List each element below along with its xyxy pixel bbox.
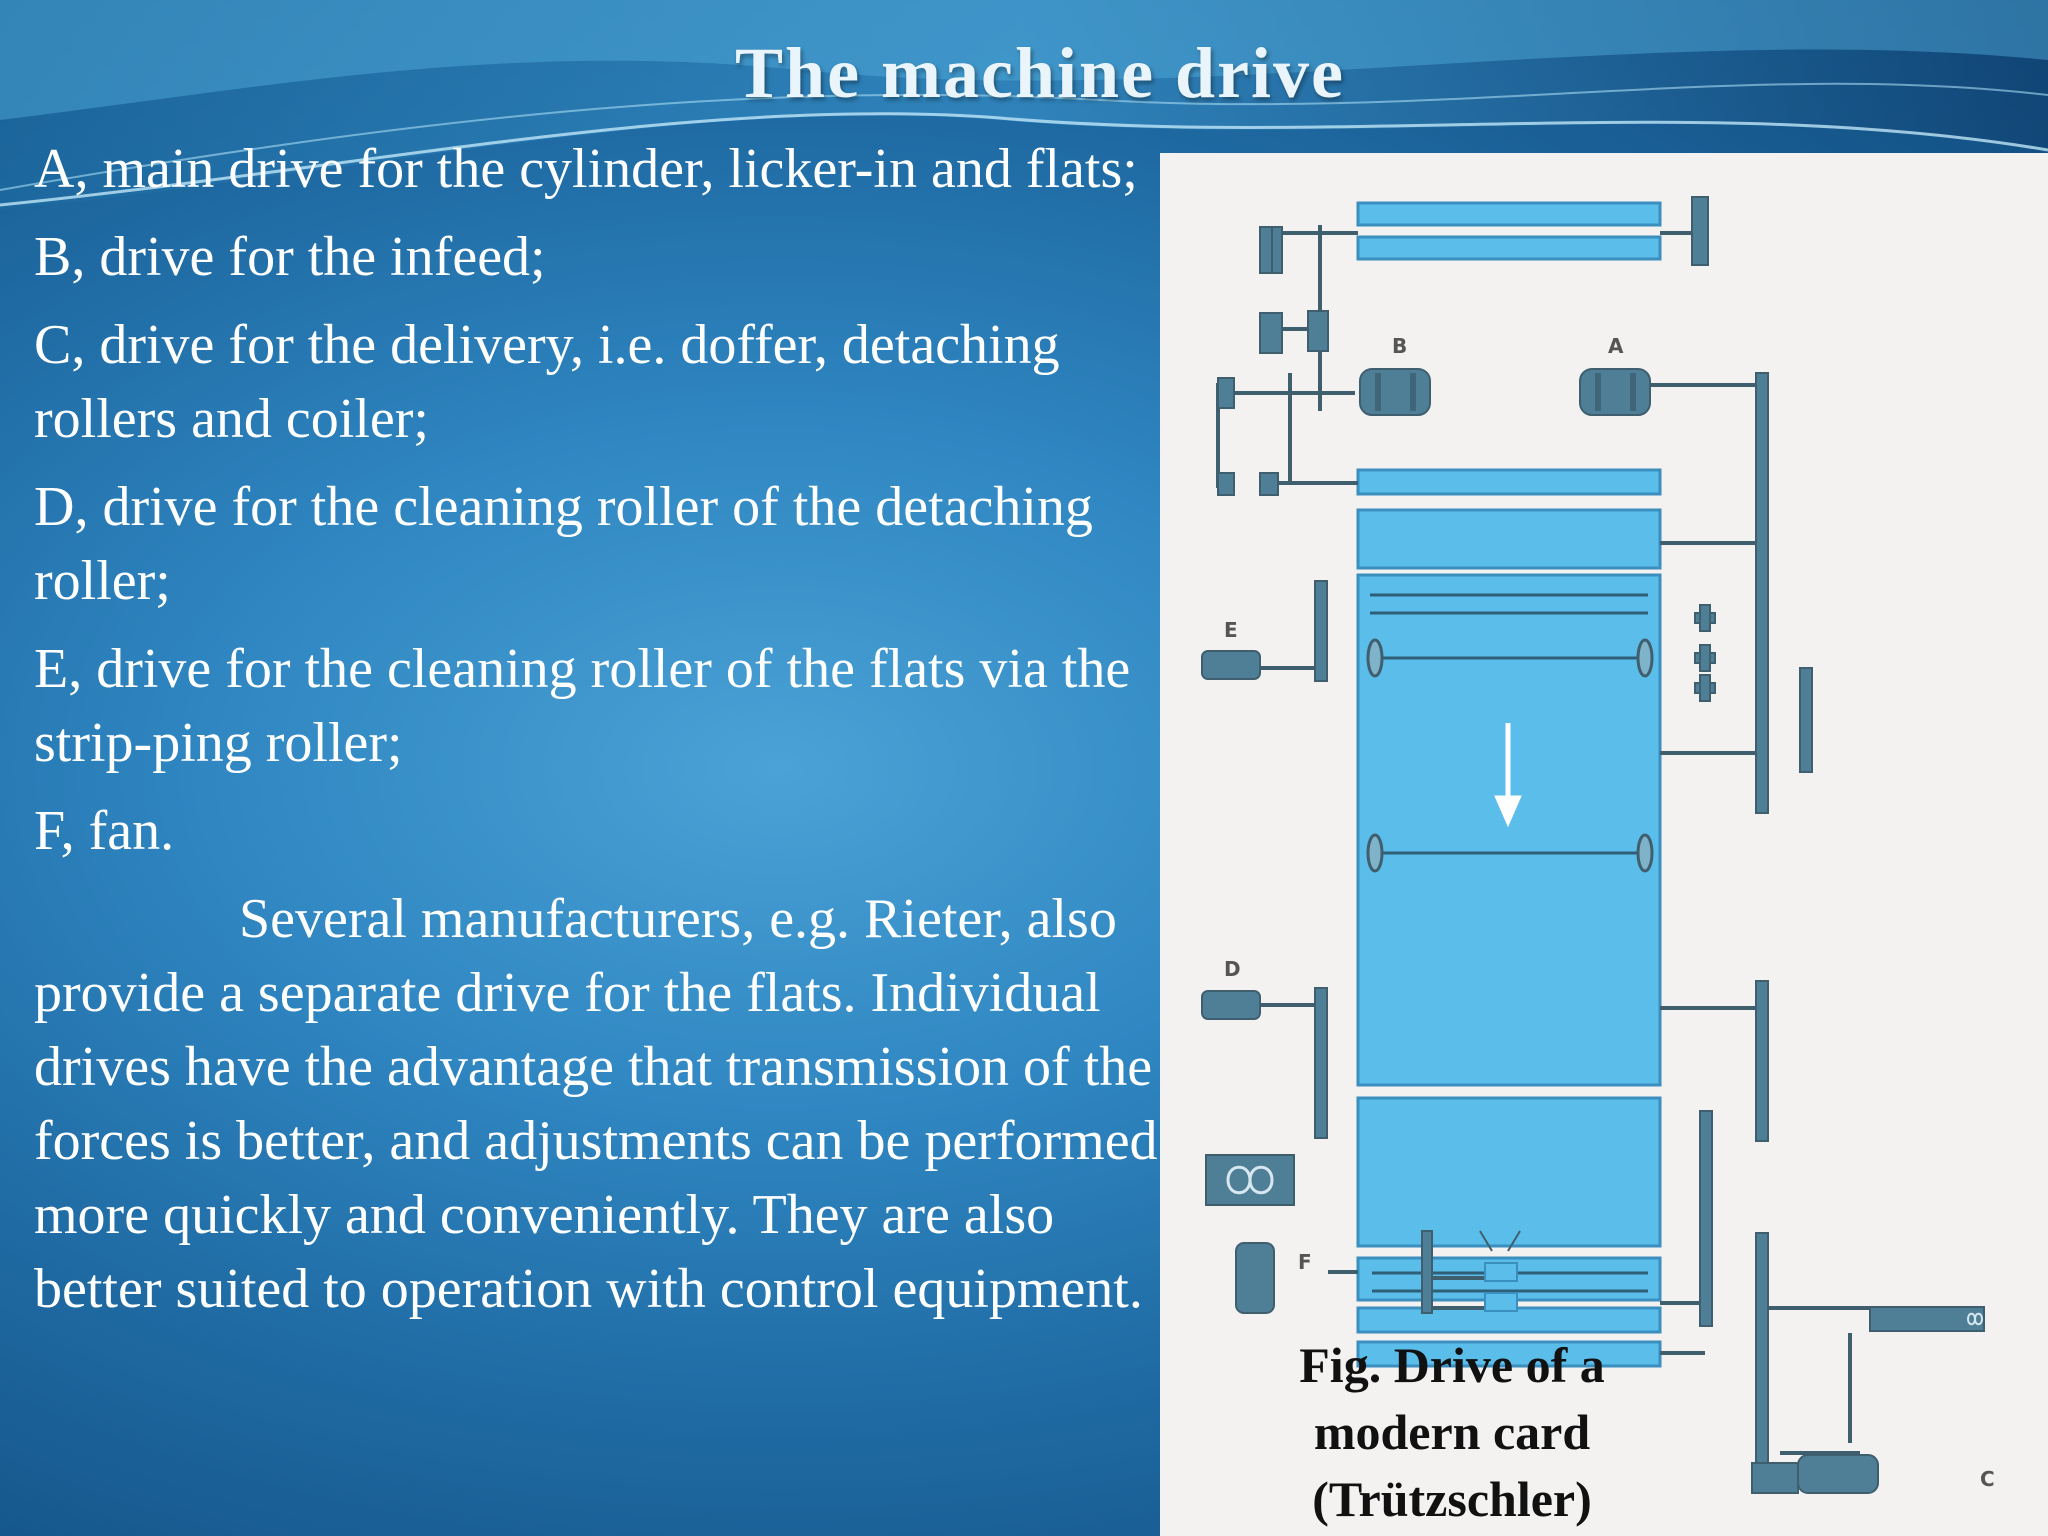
licker-in-roller — [1356, 468, 1662, 496]
caption-line-2: modern card — [1313, 1404, 1591, 1460]
infinity-icon — [1226, 1165, 1274, 1195]
motor-b — [1359, 368, 1431, 416]
coiler-box — [1869, 1306, 1985, 1332]
label-e: E — [1224, 618, 1238, 642]
label-c: C — [1980, 1467, 1995, 1491]
label-a: A — [1608, 334, 1624, 358]
infinity-icon-small — [1966, 1312, 1984, 1326]
paragraph: Several manufacturers, e.g. Rieter, also… — [34, 888, 1158, 1320]
direction-arrow-icon — [1494, 723, 1522, 828]
figure-caption: Fig. Drive of a modern card (Trützschler… — [1242, 1332, 1662, 1533]
header-waves — [0, 0, 2048, 210]
item-f: F, fan. — [34, 800, 175, 862]
label-b: B — [1392, 334, 1407, 358]
licker-in-block — [1356, 508, 1662, 570]
label-f: F — [1298, 1250, 1312, 1274]
card-drive-diagram: B A E D F C — [1201, 196, 1995, 1494]
motor-c — [1797, 1454, 1879, 1494]
doffer — [1356, 1096, 1662, 1248]
body-text: A, main drive for the cylinder, licker-i… — [34, 132, 1164, 1340]
item-a: A, main drive for the cylinder, licker-i… — [34, 138, 1138, 200]
figure-panel: B A E D F C — [1160, 153, 2048, 1536]
feed-roller-2 — [1356, 235, 1662, 261]
feed-roller-1 — [1356, 201, 1662, 227]
motor-e — [1201, 650, 1261, 680]
label-d: D — [1224, 957, 1241, 981]
item-b: B, drive for the infeed; — [34, 226, 546, 288]
main-cylinder — [1356, 573, 1662, 1087]
motor-a — [1579, 368, 1651, 416]
caption-line-3: (Trützschler) — [1312, 1471, 1592, 1527]
motor-f — [1235, 1242, 1275, 1314]
slide-title: The machine drive — [735, 33, 1345, 113]
caption-line-1: Fig. Drive of a — [1299, 1337, 1605, 1393]
item-d: D, drive for the cleaning roller of the … — [34, 476, 1093, 612]
item-e: E, drive for the cleaning roller of the … — [34, 638, 1131, 774]
item-c: C, drive for the delivery, i.e. doffer, … — [34, 314, 1060, 450]
motor-d — [1201, 990, 1261, 1020]
